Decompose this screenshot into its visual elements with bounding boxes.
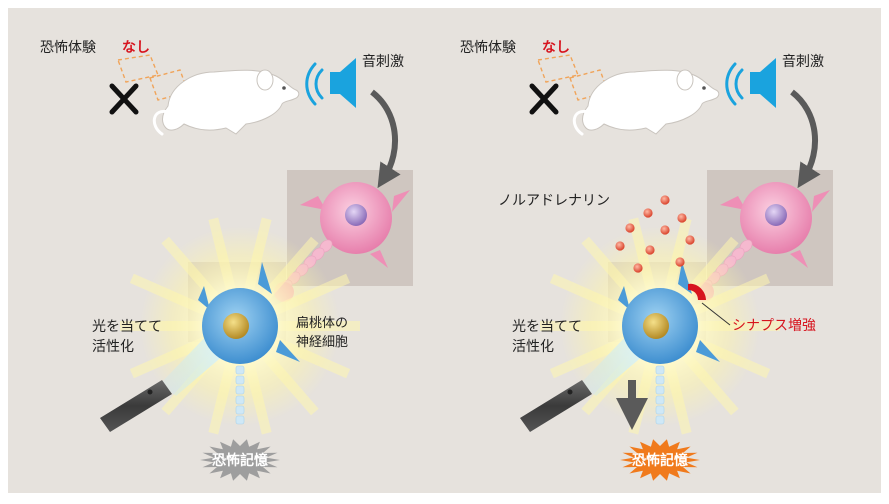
- fear-memory-badge: [200, 439, 280, 481]
- fear-memory-label: 恐怖記憶: [212, 452, 268, 469]
- pink-neuron: [300, 182, 410, 268]
- fear-memory-badge: [620, 439, 700, 481]
- shock-mark-icon: [117, 54, 189, 101]
- blue-neuron: [618, 262, 720, 364]
- stimulus-arrow: [790, 89, 821, 189]
- amygdala-label-line1: 扁桃体の: [296, 316, 348, 331]
- optic-probe-icon: [100, 380, 172, 432]
- cross-icon: [109, 83, 139, 115]
- fear-memory-label: 恐怖記憶: [632, 452, 688, 469]
- synapse-pointer-line: [701, 302, 731, 326]
- strengthened-synapse: [688, 283, 706, 300]
- speaker-icon: [305, 58, 356, 108]
- output-axon: [235, 365, 245, 425]
- light-label-line2: 活性化: [512, 339, 554, 355]
- stimulus-arrow: [370, 89, 401, 189]
- fear-experience-label: 恐怖体験: [460, 39, 516, 56]
- optic-probe-icon: [520, 380, 592, 432]
- cross-icon: [529, 83, 559, 115]
- mouse-icon: [152, 69, 300, 136]
- noradrenaline-label: ノルアドレナリン: [498, 193, 610, 209]
- fear-none-label: なし: [122, 40, 150, 56]
- shock-mark-icon: [537, 54, 609, 101]
- synapse-strengthening-label: シナプス増強: [732, 318, 816, 334]
- fear-experience-label: 恐怖体験: [40, 39, 96, 56]
- mouse-icon: [572, 69, 720, 136]
- amygdala-label-line2: 神経細胞: [296, 335, 348, 350]
- noradrenaline-dots: [615, 195, 695, 273]
- fear-none-label: なし: [542, 40, 570, 56]
- blue-neuron: [198, 262, 300, 364]
- light-label-line1: 光を当てて: [92, 319, 162, 335]
- sound-stimulus-label: 音刺激: [362, 53, 404, 70]
- sound-stimulus-label: 音刺激: [782, 53, 824, 70]
- pink-neuron: [720, 182, 830, 268]
- light-label-line2: 活性化: [92, 339, 134, 355]
- speaker-icon: [725, 58, 776, 108]
- output-axon: [655, 365, 665, 425]
- light-label-line1: 光を当てて: [512, 319, 582, 335]
